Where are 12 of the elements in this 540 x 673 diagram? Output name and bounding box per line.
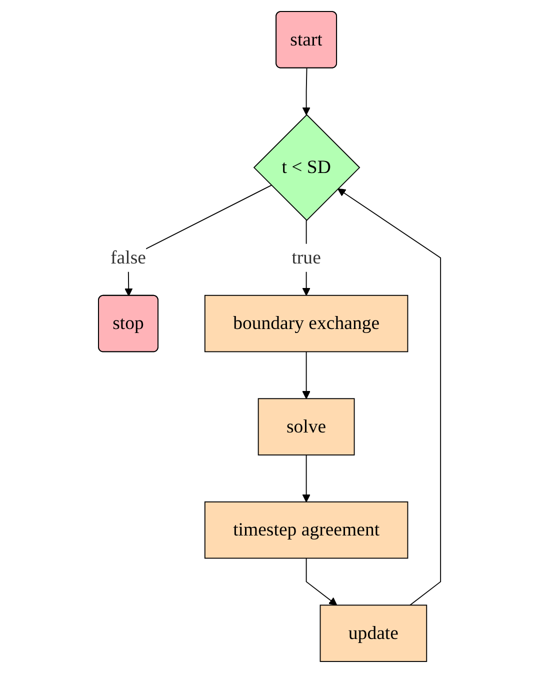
edge-label: false	[110, 248, 146, 268]
arrow	[338, 188, 442, 606]
edge-label: true	[292, 248, 322, 268]
arrow	[302, 68, 311, 116]
node-box: update	[320, 604, 428, 662]
node-box: solve	[258, 398, 356, 456]
node-box: boundary exchange	[204, 294, 409, 352]
node-diamond: t < SD	[254, 114, 361, 221]
node-box: timestep agreement	[204, 501, 409, 559]
arrow	[302, 351, 311, 400]
arrow	[302, 454, 311, 502]
arrow	[306, 558, 338, 606]
